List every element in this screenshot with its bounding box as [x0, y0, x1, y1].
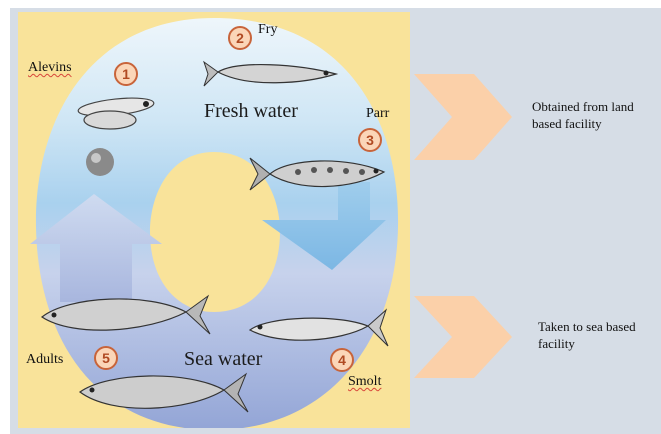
life-cycle-panel: 1 2 3 4 5 Alevins Fry Parr Smolt Adults … [18, 12, 410, 428]
stage-2-number: 2 [228, 26, 252, 50]
stage-3-number: 3 [358, 128, 382, 152]
chevron-arrow-land [412, 72, 514, 162]
chevron-arrow-sea [412, 294, 514, 380]
fresh-water-label: Fresh water [204, 100, 298, 123]
stage-4-number: 4 [330, 348, 354, 372]
note-land-facility: Obtained from land based facility [532, 98, 657, 132]
stage-label-parr: Parr [366, 106, 389, 122]
note-sea-facility: Taken to sea based facility [538, 318, 658, 352]
stage-label-fry: Fry [258, 22, 277, 38]
stage-5-number: 5 [94, 346, 118, 370]
stage-label-adults: Adults [26, 352, 63, 368]
sea-water-label: Sea water [184, 348, 262, 371]
stage-label-smolt: Smolt [348, 374, 381, 390]
stage-1-number: 1 [114, 62, 138, 86]
alevin-egg [86, 148, 114, 176]
stage-label-alevins: Alevins [28, 60, 72, 76]
